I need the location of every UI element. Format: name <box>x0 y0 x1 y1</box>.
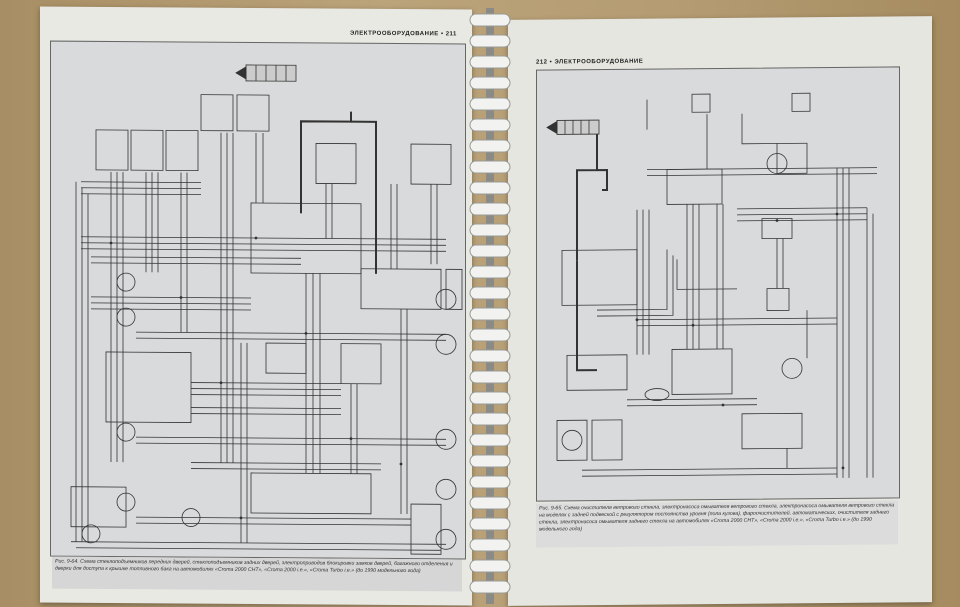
binding-ring <box>469 580 511 594</box>
binding-ring <box>469 475 511 489</box>
binding-ring <box>469 349 511 363</box>
left-wiring-diagram <box>50 40 466 560</box>
binding-ring <box>469 13 511 27</box>
spiral-binding-rings <box>469 8 511 604</box>
binding-ring <box>469 139 511 153</box>
binding-ring <box>469 202 511 216</box>
binding-ring <box>469 55 511 69</box>
binding-ring <box>469 328 511 342</box>
binding-ring <box>469 244 511 258</box>
binding-ring <box>469 223 511 237</box>
binding-ring <box>469 160 511 174</box>
binding-ring <box>469 76 511 90</box>
binding-ring <box>469 412 511 426</box>
binding-ring <box>469 391 511 405</box>
binding-ring <box>469 517 511 531</box>
left-page-header: ЭЛЕКТРООБОРУДОВАНИЕ • 211 <box>350 30 457 38</box>
left-figure-caption: Рис. 9-64. Схема стеклоподъемников перед… <box>52 556 462 592</box>
binding-ring <box>469 34 511 48</box>
binding-ring <box>469 265 511 279</box>
left-wiring-diagram-drawing <box>70 64 463 555</box>
binding-ring <box>469 286 511 300</box>
binding-ring <box>469 433 511 447</box>
binding-ring <box>469 97 511 111</box>
right-page-header: 212 • ЭЛЕКТРООБОРУДОВАНИЕ <box>536 58 644 66</box>
binding-ring <box>469 496 511 510</box>
binding-ring <box>469 307 511 321</box>
right-wiring-diagram-drawing <box>546 92 877 478</box>
binding-ring <box>469 454 511 468</box>
binding-ring <box>469 181 511 195</box>
binding-ring <box>469 118 511 132</box>
binding-ring <box>469 538 511 552</box>
binding-ring <box>469 370 511 384</box>
right-wiring-diagram <box>536 66 900 502</box>
right-page: 212 • ЭЛЕКТРООБОРУДОВАНИЕ <box>508 16 932 606</box>
binding-ring <box>469 559 511 573</box>
spiral-binding <box>468 8 512 604</box>
left-page: ЭЛЕКТРООБОРУДОВАНИЕ • 211 <box>40 6 472 606</box>
right-figure-caption: Рис. 9-65. Схема очистителя ветрового ст… <box>536 500 898 548</box>
